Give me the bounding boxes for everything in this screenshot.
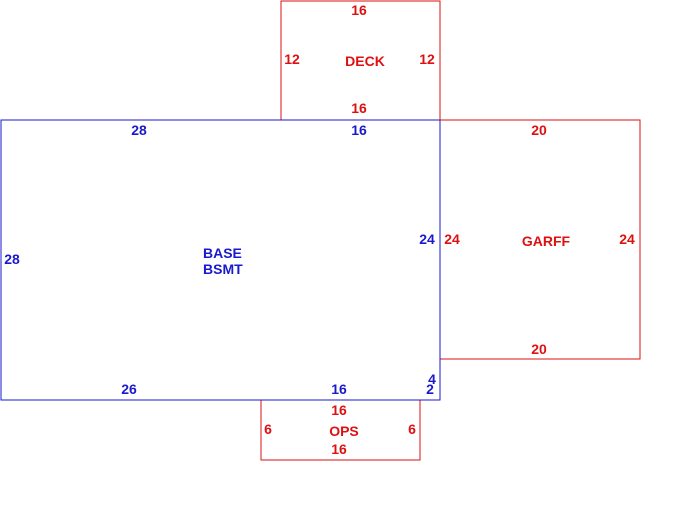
garff-dim-top: 20 xyxy=(531,122,547,138)
base-dim-top-right: 16 xyxy=(351,122,367,138)
base-label-line1: BASE xyxy=(203,245,242,261)
base-dim-notch-top: 4 xyxy=(428,371,436,387)
ops-dim-left: 6 xyxy=(264,421,272,437)
ops-dim-right: 6 xyxy=(408,421,416,437)
base-label-line2: BSMT xyxy=(203,261,243,277)
deck-dim-right: 12 xyxy=(419,51,435,67)
ops-dim-bottom: 16 xyxy=(331,441,347,457)
base-dim-left: 28 xyxy=(4,251,20,267)
base-room: BASE BSMT 28 16 28 24 26 16 4 2 xyxy=(0,119,441,401)
deck-label: DECK xyxy=(345,53,385,69)
ops-label: OPS xyxy=(329,423,359,439)
deck-room: DECK 16 12 12 16 xyxy=(280,0,441,121)
garff-room: GARFF 20 24 24 20 xyxy=(439,119,641,360)
base-dim-notch-bottom: 2 xyxy=(426,381,434,397)
garff-dim-left: 24 xyxy=(444,231,460,247)
base-dim-bottom-left: 26 xyxy=(121,381,137,397)
base-dim-right: 24 xyxy=(419,231,435,247)
base-outline xyxy=(0,119,441,401)
ops-room: OPS 16 6 6 16 xyxy=(260,399,421,461)
deck-dim-left: 12 xyxy=(284,51,300,67)
garff-dim-bottom: 20 xyxy=(531,341,547,357)
ops-dim-top: 16 xyxy=(331,402,347,418)
garff-dim-right: 24 xyxy=(619,231,635,247)
base-dim-top-left: 28 xyxy=(131,122,147,138)
base-dim-bottom-right: 16 xyxy=(331,381,347,397)
deck-dim-top: 16 xyxy=(351,2,367,18)
deck-dim-bottom: 16 xyxy=(351,100,367,116)
garff-label: GARFF xyxy=(522,233,571,249)
